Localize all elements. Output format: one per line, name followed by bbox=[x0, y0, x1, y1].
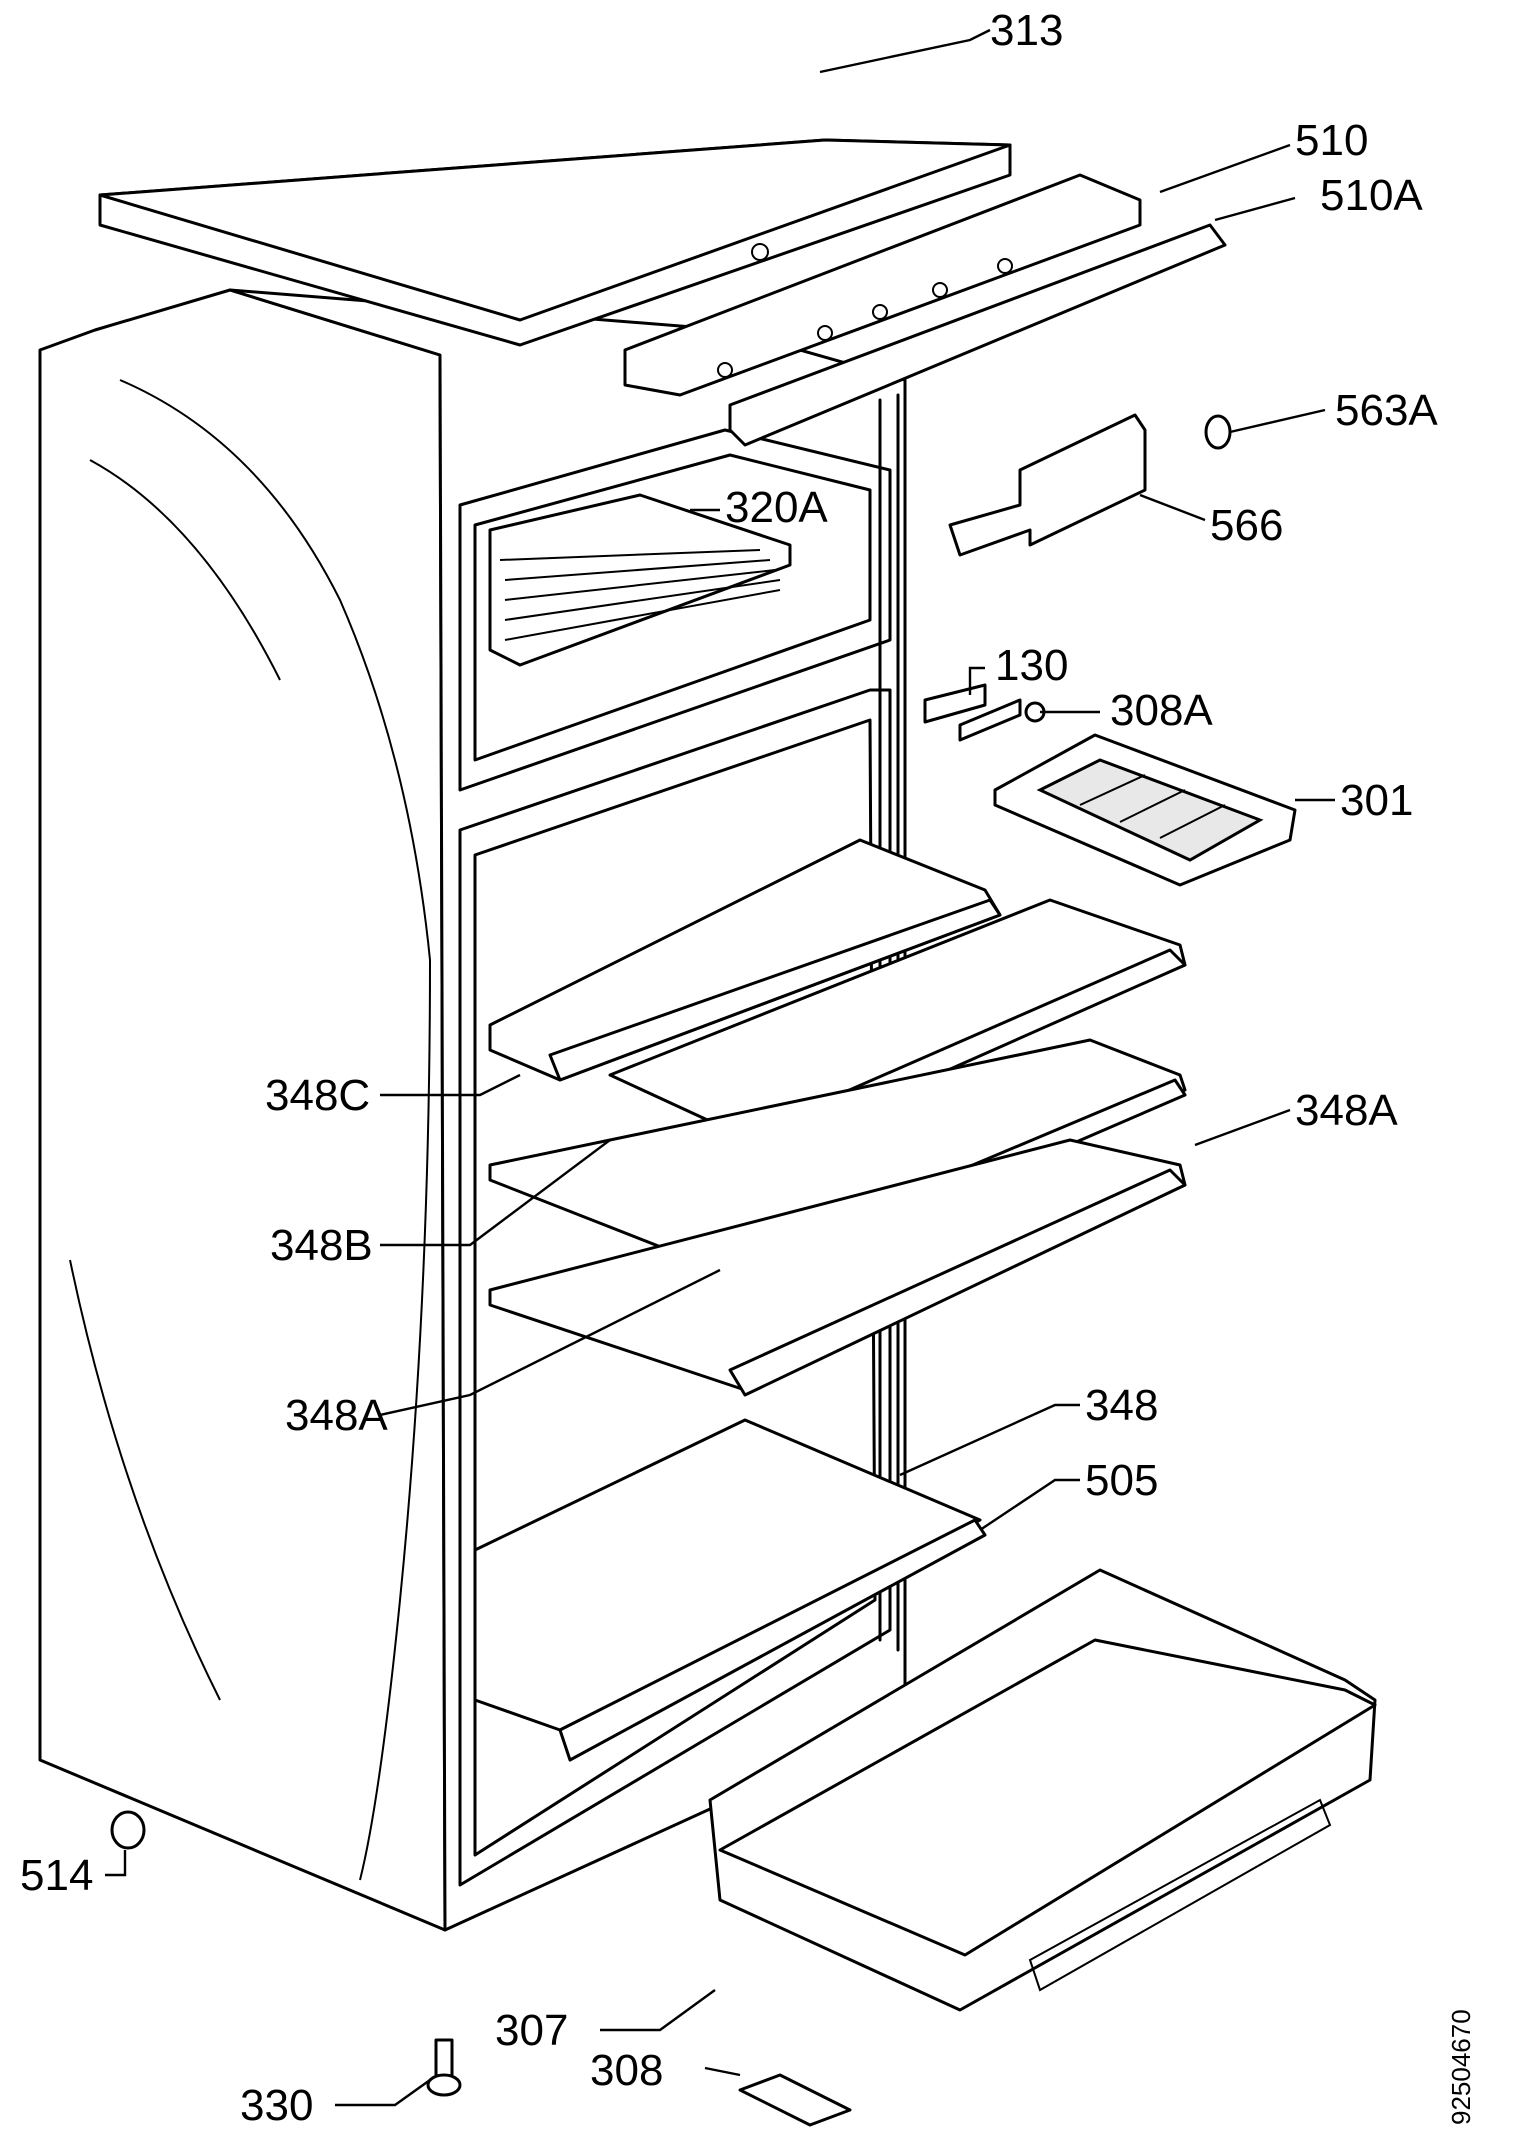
label-348c: 348C bbox=[265, 1071, 370, 1120]
document-number: 92504670 bbox=[1446, 2009, 1476, 2125]
label-308a: 308A bbox=[1110, 686, 1213, 735]
label-130: 130 bbox=[995, 641, 1068, 690]
shelf-lower bbox=[488, 1138, 1187, 1397]
freezer-grate bbox=[488, 493, 792, 667]
label-348a-left: 348A bbox=[285, 1391, 388, 1440]
control-panel bbox=[623, 173, 1142, 397]
screw-330 bbox=[426, 2038, 462, 2097]
label-566: 566 bbox=[1210, 501, 1283, 550]
label-505: 505 bbox=[1085, 1456, 1158, 1505]
label-313: 313 bbox=[990, 6, 1063, 55]
clip-part bbox=[1204, 414, 1232, 450]
label-320a: 320A bbox=[725, 483, 828, 532]
hinge-part bbox=[923, 683, 1046, 742]
trim-strip bbox=[728, 223, 1227, 447]
label-510: 510 bbox=[1295, 116, 1368, 165]
label-308: 308 bbox=[590, 2046, 663, 2095]
label-563a: 563A bbox=[1335, 386, 1438, 435]
label-348: 348 bbox=[1085, 1381, 1158, 1430]
label-348a-right: 348A bbox=[1295, 1086, 1398, 1135]
bracket-part bbox=[948, 413, 1147, 557]
label-514: 514 bbox=[20, 1851, 93, 1900]
crisper-drawer bbox=[708, 1568, 1377, 2012]
bracket-308 bbox=[738, 2073, 852, 2127]
ice-tray bbox=[993, 733, 1297, 887]
top-cover bbox=[98, 138, 1012, 347]
leader-lines bbox=[105, 28, 1335, 2107]
label-301: 301 bbox=[1340, 776, 1413, 825]
glass-shelf bbox=[473, 1418, 987, 1762]
shelf-348c bbox=[488, 838, 1002, 1082]
label-330: 330 bbox=[240, 2081, 313, 2130]
label-307: 307 bbox=[495, 2006, 568, 2055]
foot-514 bbox=[110, 1810, 146, 1850]
label-348b: 348B bbox=[270, 1221, 373, 1270]
label-510a: 510A bbox=[1320, 171, 1423, 220]
